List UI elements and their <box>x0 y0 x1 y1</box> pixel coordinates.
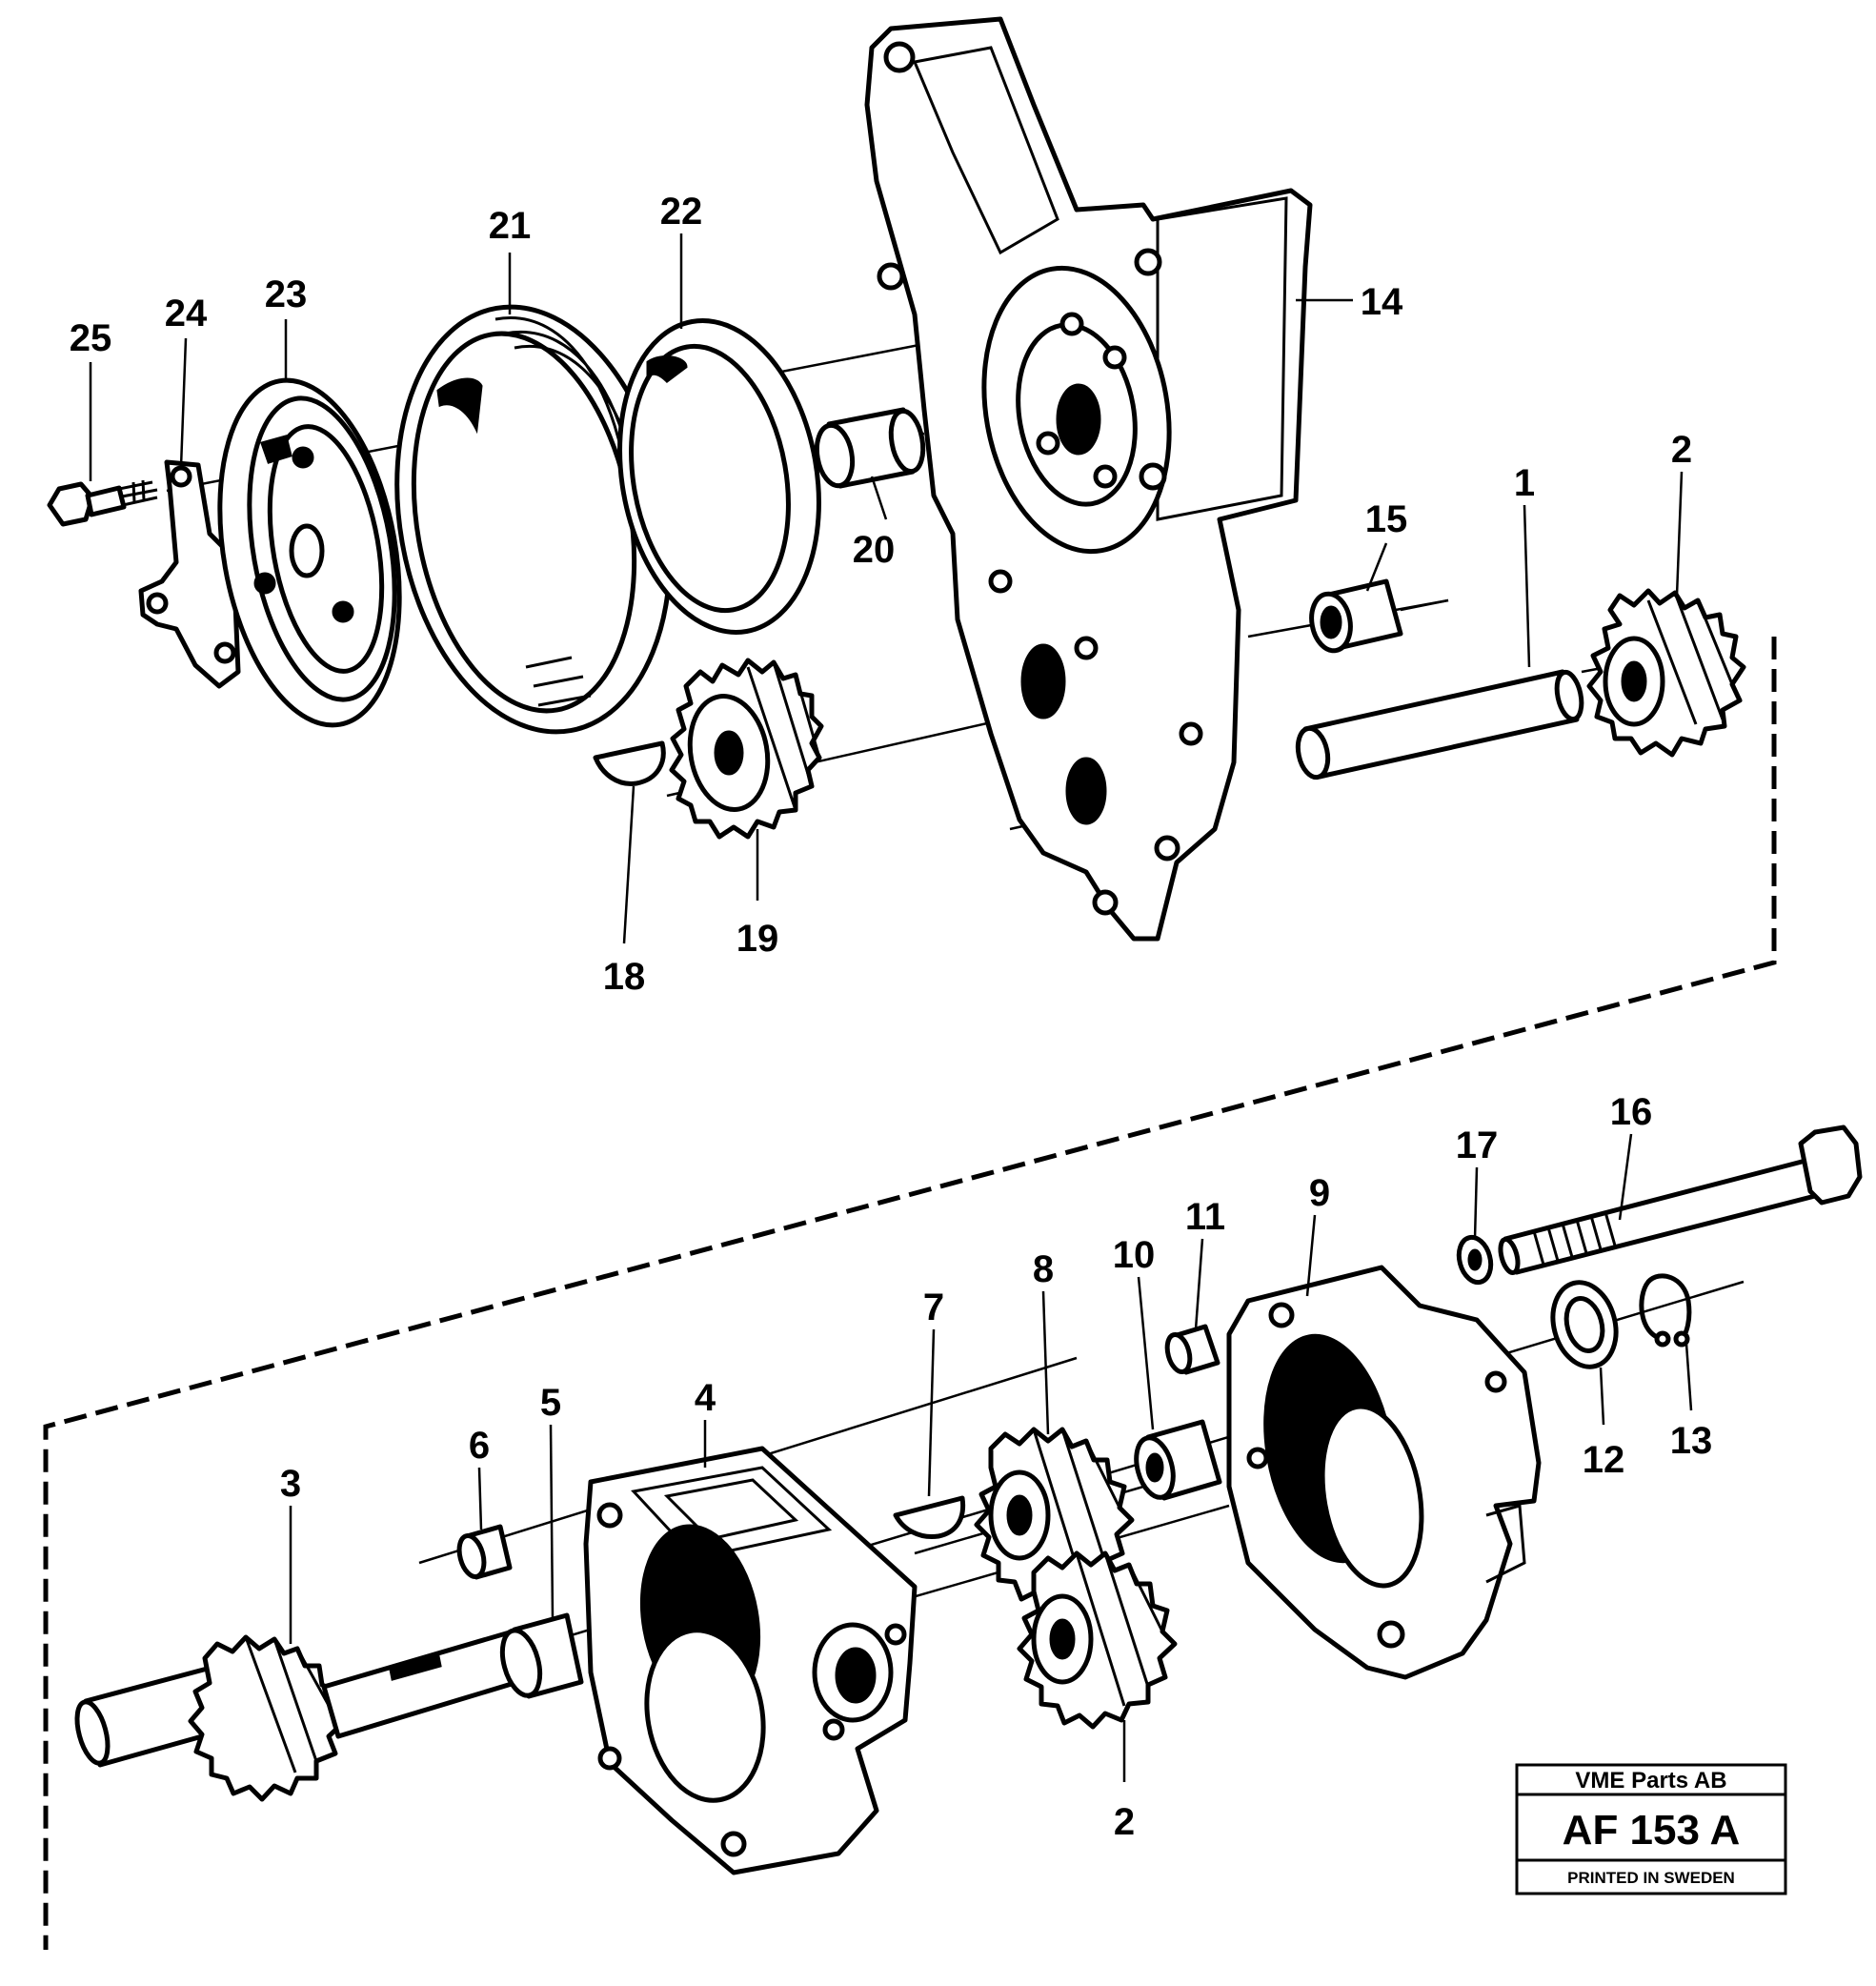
callout-2-upper: 2 <box>1671 429 1692 471</box>
callout-10: 10 <box>1113 1234 1156 1276</box>
leader-lines <box>89 233 1693 1782</box>
callout-20: 20 <box>853 529 896 571</box>
callout-5: 5 <box>540 1382 561 1424</box>
callout-3: 3 <box>280 1463 301 1505</box>
callout-22: 22 <box>660 191 703 233</box>
callout-4: 4 <box>695 1377 716 1419</box>
callout-18: 18 <box>603 956 646 998</box>
callout-21: 21 <box>489 205 532 247</box>
callout-6: 6 <box>469 1425 490 1467</box>
callout-16: 16 <box>1610 1091 1653 1133</box>
part-1-shaft <box>1295 669 1584 780</box>
callout-25: 25 <box>70 317 112 359</box>
callout-24: 24 <box>165 293 208 334</box>
part-12-seal-washer <box>1550 1280 1619 1369</box>
part-18-woodruff-key <box>593 740 666 786</box>
callout-8: 8 <box>1033 1248 1054 1290</box>
part-25-bolt <box>47 479 158 527</box>
part-19-drive-gear <box>669 658 824 840</box>
part-22-seal-ring <box>617 318 821 635</box>
part-2-gear-upper <box>1586 588 1746 758</box>
callout-19: 19 <box>736 918 779 960</box>
part-11-dowel-bushing <box>1164 1324 1220 1375</box>
callout-14: 14 <box>1361 281 1403 323</box>
part-7-woodruff-key <box>893 1495 966 1540</box>
callout-9: 9 <box>1309 1172 1330 1214</box>
part-9-pump-cover <box>1226 1265 1542 1680</box>
part-20-sleeve <box>814 407 926 489</box>
part-14-pump-housing <box>864 16 1313 942</box>
callout-12: 12 <box>1583 1439 1625 1481</box>
part-4-pump-body <box>583 1446 918 1875</box>
part-17-washer <box>1456 1234 1494 1286</box>
part-16-long-bolt <box>1498 1125 1863 1276</box>
title-stamp: VME Parts AB AF 153 A PRINTED IN SWEDEN <box>1515 1763 1787 1895</box>
part-13-circlip <box>1639 1273 1692 1348</box>
part-3-gear-shaft <box>74 1627 536 1802</box>
callout-11: 11 <box>1185 1196 1225 1238</box>
part-2-gear-lower <box>1017 1550 1178 1730</box>
assembly-connector-dashed-line <box>43 637 1777 1950</box>
part-10-bushing <box>1134 1419 1222 1501</box>
stamp-printed-note: PRINTED IN SWEDEN <box>1567 1869 1735 1887</box>
part-23-hub <box>217 377 402 728</box>
stamp-company-name: VME Parts AB <box>1575 1768 1726 1793</box>
part-6-dowel-bushing <box>456 1524 513 1580</box>
callout-numbers: 1 2 2 3 4 5 6 7 8 9 10 11 12 13 14 15 16… <box>70 191 1713 1843</box>
part-5-bushing <box>499 1612 584 1699</box>
callout-2-lower: 2 <box>1114 1801 1135 1843</box>
part-21-timing-gear <box>394 304 673 735</box>
part-15-bushing <box>1309 578 1403 654</box>
callout-1: 1 <box>1514 462 1535 504</box>
callout-13: 13 <box>1670 1420 1713 1462</box>
callout-17: 17 <box>1456 1125 1499 1166</box>
callout-23: 23 <box>265 274 308 315</box>
stamp-drawing-code: AF 153 A <box>1563 1807 1741 1854</box>
part-8-gear <box>974 1427 1135 1606</box>
callout-7: 7 <box>923 1287 944 1328</box>
callout-15: 15 <box>1365 498 1408 540</box>
part-24-lock-plate <box>138 459 241 689</box>
